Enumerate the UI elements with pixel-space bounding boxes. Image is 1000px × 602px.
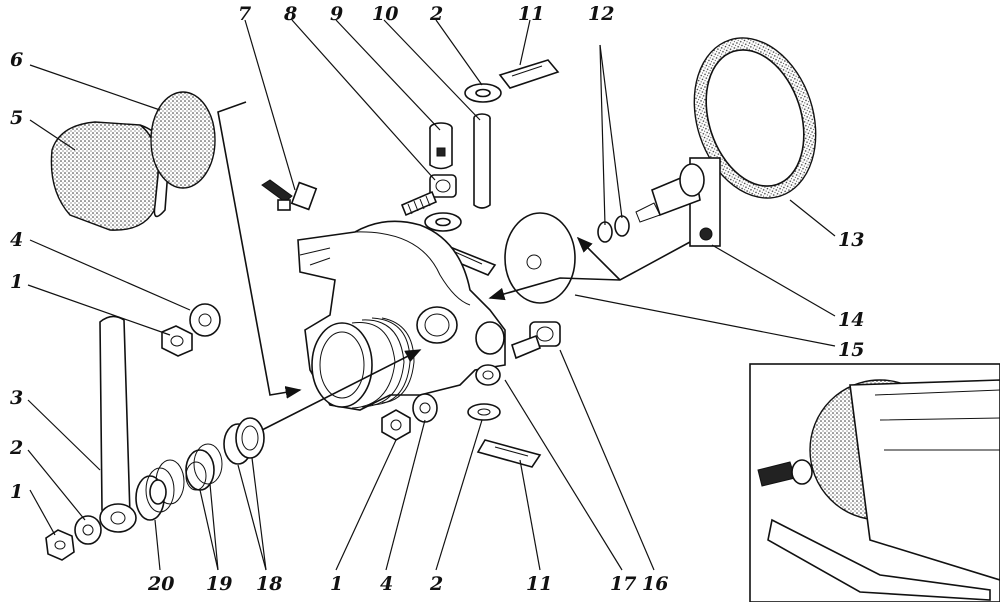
callout-11-bottom: 11 [526, 573, 552, 595]
callout-3: 3 [10, 387, 23, 409]
part-19-spring [185, 443, 223, 491]
callout-15: 15 [838, 339, 864, 361]
callout-labels: 6 5 4 1 3 2 1 7 8 9 10 2 11 12 13 14 15 … [9, 3, 864, 595]
part-3-lever [99, 315, 137, 533]
part-14-stem [635, 157, 721, 247]
callout-1-left-bottom: 1 [10, 481, 23, 503]
part-11-plate-bottom [476, 439, 542, 468]
part-6-disk [150, 91, 216, 189]
flow-arrows [217, 101, 691, 431]
callout-18: 18 [256, 573, 282, 595]
callout-4-bottom: 4 [380, 573, 393, 595]
callout-14: 14 [838, 309, 864, 331]
callout-1-left-top: 1 [10, 271, 23, 293]
callout-5: 5 [10, 107, 23, 129]
part-1-nut-left-bottom [45, 529, 75, 561]
callout-2-left: 2 [9, 437, 23, 459]
callout-17: 17 [610, 573, 636, 595]
inset-detail [749, 363, 1000, 602]
part-1-nut-bottom [381, 409, 411, 441]
part-16-eye-bolt [511, 321, 561, 360]
callout-12: 12 [588, 3, 614, 25]
callout-16: 16 [642, 573, 668, 595]
part-2-washer-bottom [467, 403, 501, 421]
part-washer-mid [424, 212, 462, 232]
callout-20: 20 [147, 573, 174, 595]
part-2-washer-top [464, 83, 502, 103]
callout-11-top: 11 [518, 3, 544, 25]
callout-8: 8 [283, 3, 297, 25]
part-12-o-rings [597, 215, 630, 243]
callout-7: 7 [238, 3, 251, 25]
callout-2-top: 2 [429, 3, 443, 25]
callout-19: 19 [206, 573, 232, 595]
part-7-valve [261, 179, 318, 211]
callout-1-bottom: 1 [330, 573, 343, 595]
callout-4-left: 4 [10, 229, 23, 251]
callout-2-bottom: 2 [429, 573, 443, 595]
callout-10: 10 [372, 3, 398, 25]
callout-6: 6 [10, 49, 23, 71]
part-20-spring [135, 459, 185, 521]
part-11-plate-top [498, 59, 560, 89]
part-1-nut-left-top [161, 325, 193, 357]
part-2-washer-left [74, 515, 102, 545]
part-9-pin [429, 122, 453, 170]
part-4-washer-left [189, 303, 221, 337]
part-10-long-pin [473, 113, 491, 209]
callout-13: 13 [838, 229, 864, 251]
part-4-washer-bottom [412, 393, 438, 423]
leader-lines [27, 19, 836, 571]
callout-9: 9 [330, 3, 343, 25]
part-15-disk [504, 212, 576, 304]
part-8-eye-bolt [400, 174, 457, 217]
part-18-rings [223, 417, 265, 465]
part-13-ring [693, 37, 817, 199]
